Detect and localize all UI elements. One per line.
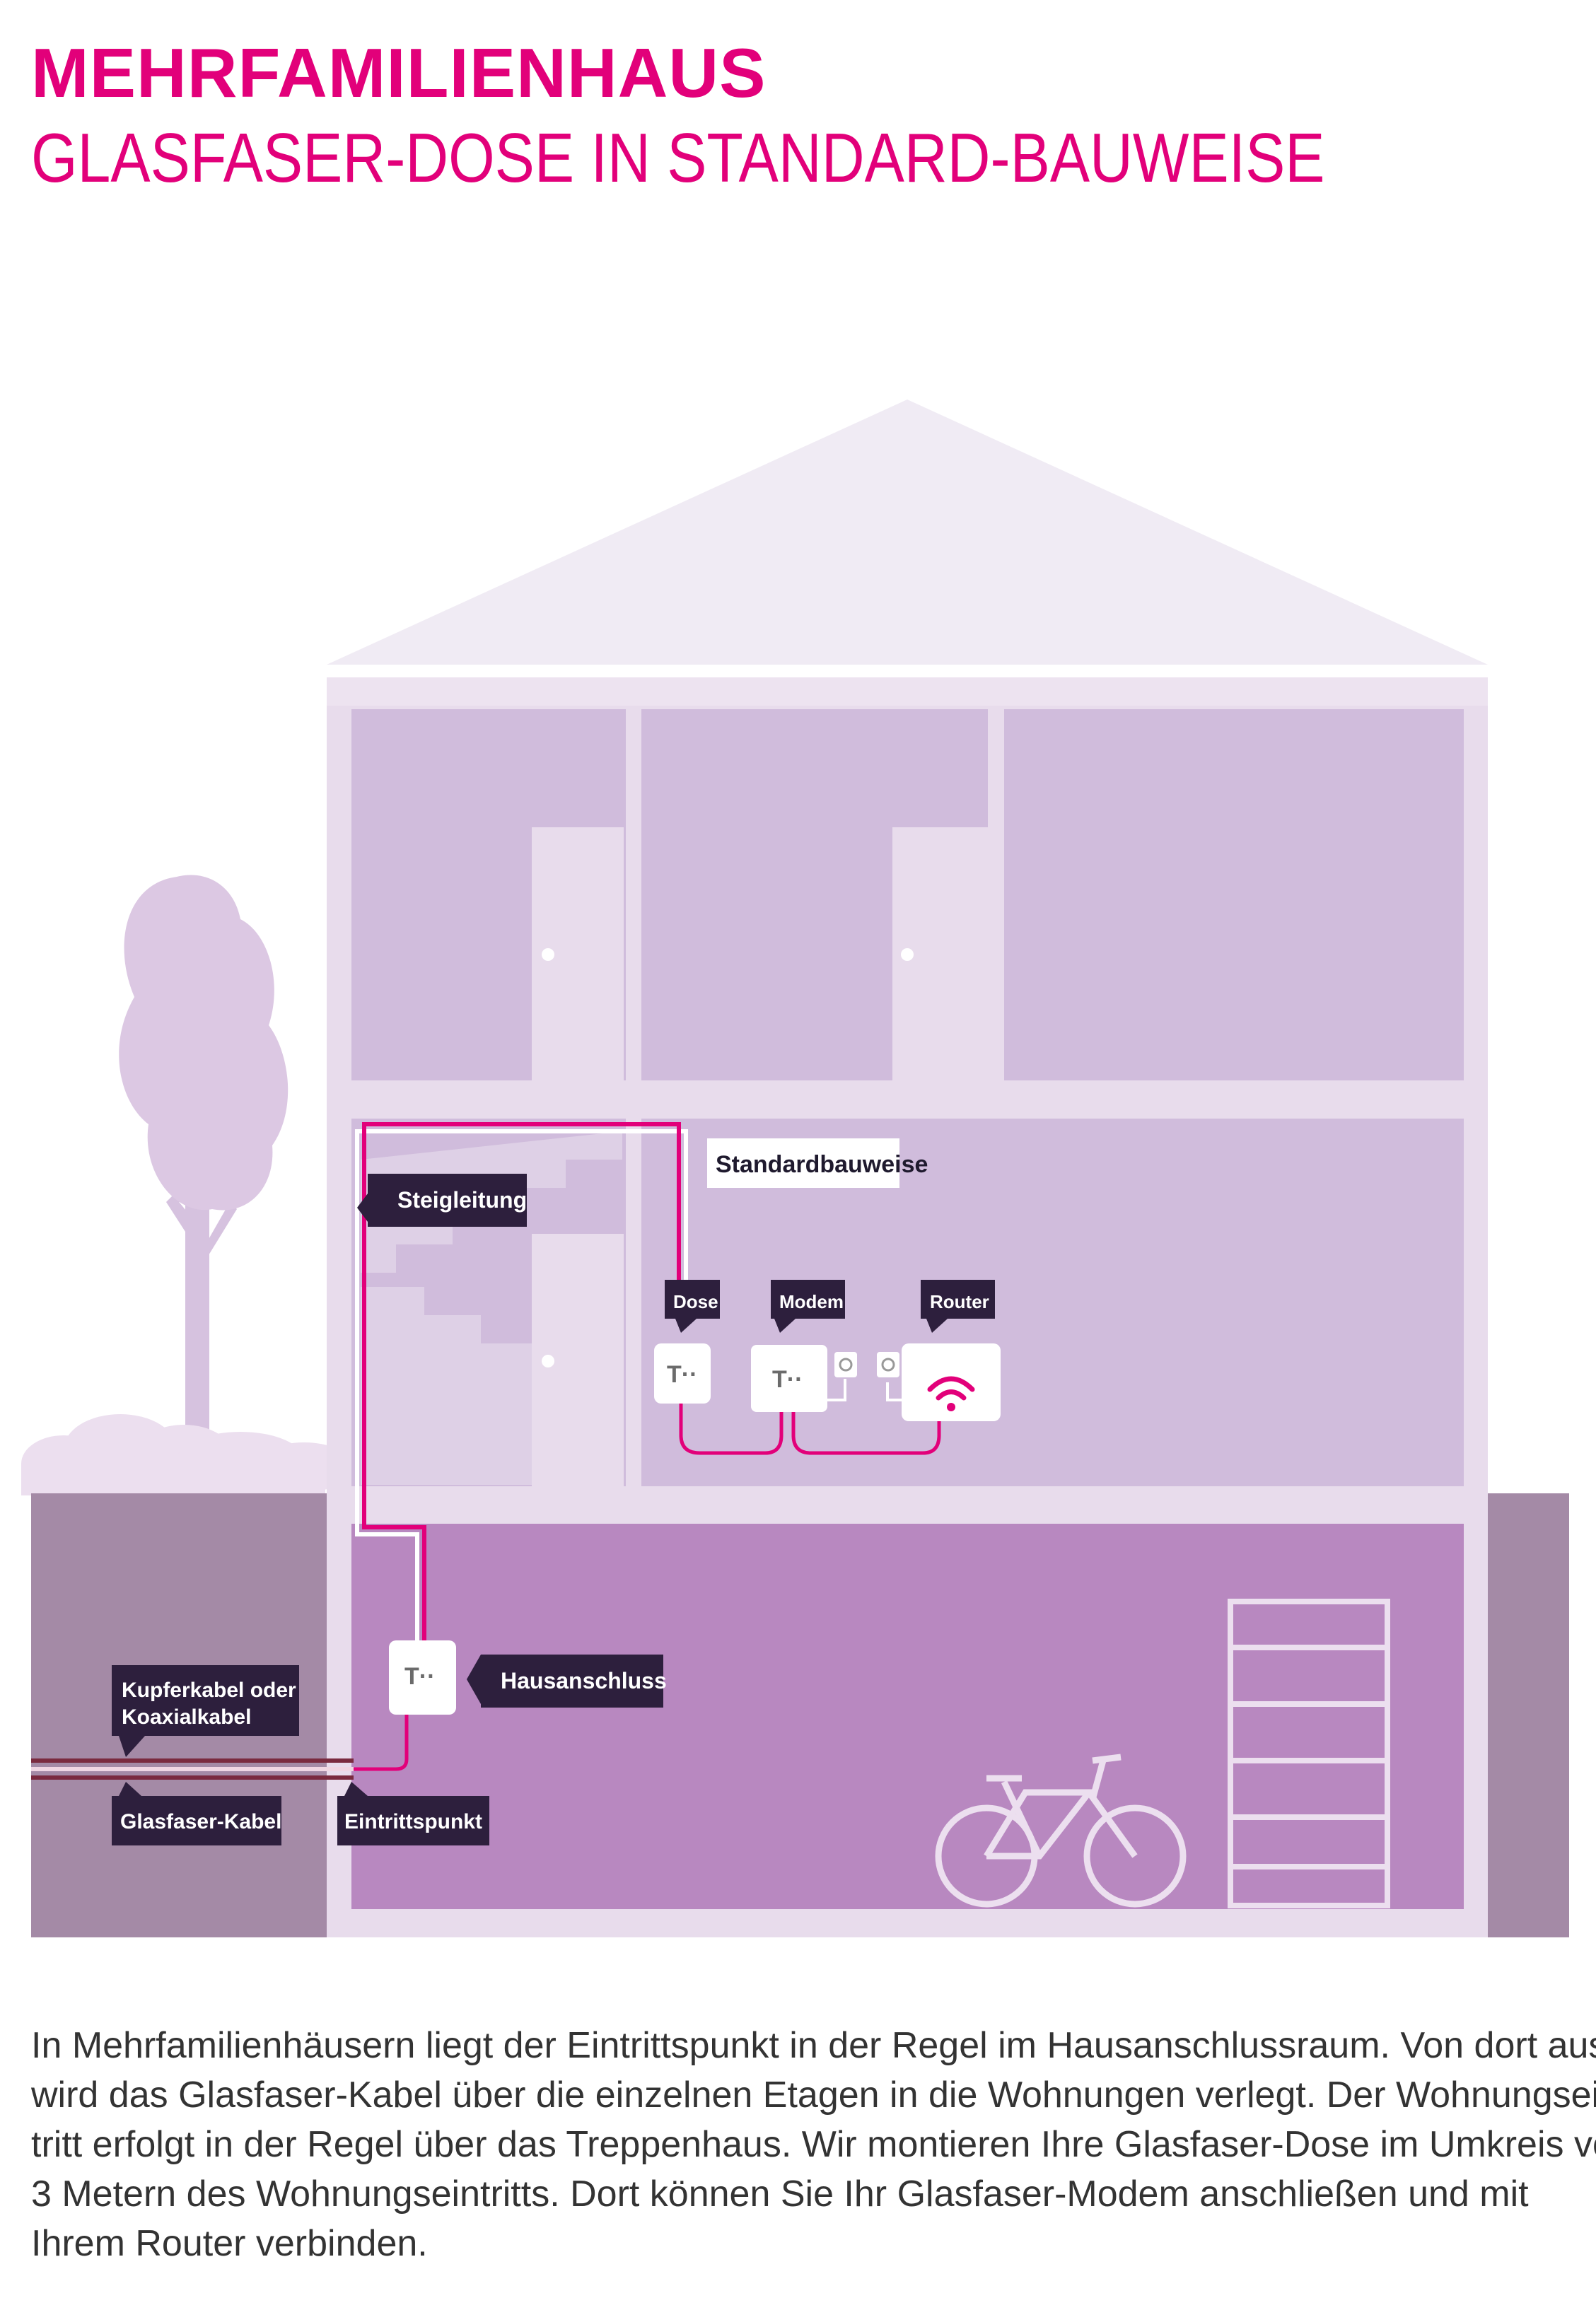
- cables: [31, 1122, 941, 1780]
- power-socket-icon: [834, 1352, 857, 1377]
- telekom-logo-icon: T··: [772, 1366, 803, 1393]
- svg-text:Hausanschluss: Hausanschluss: [501, 1668, 667, 1693]
- svg-text:Glasfaser-Kabel: Glasfaser-Kabel: [120, 1810, 281, 1833]
- tree-illustration: [119, 875, 289, 1506]
- description-line: 3 Metern des Wohnungseintritts. Dort kön…: [31, 2174, 1529, 2215]
- power-socket-icon: [877, 1352, 899, 1377]
- hausanschluss-device: T··: [389, 1640, 456, 1715]
- bicycle-icon: [935, 1754, 1187, 1908]
- label-glasfaser-kabel: Glasfaser-Kabel: [112, 1782, 281, 1845]
- wifi-icon: [927, 1376, 975, 1401]
- label-eintrittspunkt: Eintrittspunkt: [337, 1782, 489, 1845]
- page-title: MEHRFAMILIENHAUS: [31, 34, 767, 112]
- ground-right: [1488, 1493, 1569, 1937]
- page-subtitle: GLASFASER-DOSE IN STANDARD-BAUWEISE: [31, 119, 1325, 197]
- label-dose: Dose: [665, 1280, 720, 1333]
- storage-shelf: [1228, 1599, 1390, 1908]
- svg-text:Eintrittspunkt: Eintrittspunkt: [344, 1810, 482, 1833]
- description-line: Ihrem Router verbinden.: [31, 2223, 428, 2264]
- svg-text:Modem: Modem: [779, 1291, 844, 1312]
- svg-text:Steigleitung: Steigleitung: [397, 1187, 527, 1213]
- description-text: In Mehrfamilienhäusern liegt der Eintrit…: [31, 2021, 1596, 2268]
- label-standardbauweise: Standardbauweise: [707, 1138, 928, 1188]
- router-device: [902, 1343, 1001, 1421]
- svg-text:Dose: Dose: [673, 1291, 718, 1312]
- description-line: In Mehrfamilienhäusern liegt der Eintrit…: [31, 2025, 1596, 2066]
- dose-device: T··: [654, 1343, 711, 1404]
- svg-text:Standardbauweise: Standardbauweise: [716, 1151, 928, 1178]
- description-line: wird das Glasfaser-Kabel über die einzel…: [31, 2075, 1596, 2116]
- label-hausanschluss: Hausanschluss: [467, 1655, 667, 1708]
- modem-device: T··: [751, 1345, 827, 1412]
- description-line: tritt erfolgt in der Regel über das Trep…: [31, 2124, 1596, 2165]
- telekom-logo-icon: T··: [667, 1361, 697, 1388]
- svg-text:Router: Router: [930, 1291, 989, 1312]
- label-router: Router: [921, 1280, 995, 1333]
- svg-text:Kupferkabel oder: Kupferkabel oder: [122, 1679, 296, 1702]
- roof: [327, 399, 1488, 665]
- svg-text:Koaxialkabel: Koaxialkabel: [122, 1705, 251, 1729]
- label-steigleitung: Steigleitung: [357, 1174, 527, 1227]
- room-top-right: [1004, 709, 1464, 1080]
- label-modem: Modem: [771, 1280, 845, 1333]
- basement: [351, 1524, 1464, 1909]
- bushes: [21, 1414, 354, 1495]
- label-kupferkabel: Kupferkabel oder Koaxialkabel: [112, 1665, 299, 1757]
- telekom-logo-icon: T··: [404, 1663, 435, 1690]
